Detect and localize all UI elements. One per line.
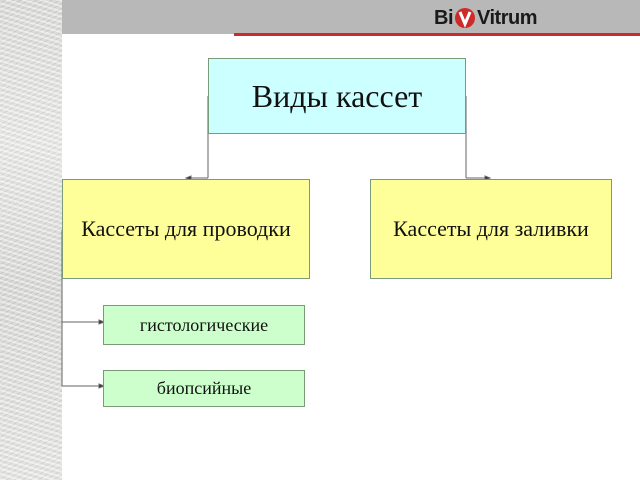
left-texture-strip [0,0,62,480]
header-band [62,0,640,34]
biopsy-node: биопсийные [103,370,305,407]
processing-cassettes-label: Кассеты для проводки [81,216,291,241]
logo-text-left: Bi [434,6,454,29]
biovitrum-logo-icon [454,7,476,29]
logo-text-right: Vitrum [477,6,537,29]
header-red-line [234,33,640,36]
histology-node: гистологические [103,305,305,345]
biovitrum-logo: Bi Vitrum [434,4,537,32]
branch-to-histology-arrow [98,319,106,325]
embedding-cassettes-label: Кассеты для заливки [393,216,589,241]
root-node: Виды кассет [208,58,466,134]
embedding-cassettes-node: Кассеты для заливки [370,179,612,279]
processing-cassettes-node: Кассеты для проводки [62,179,310,279]
histology-label: гистологические [139,314,269,335]
biopsy-label: биопсийные [156,378,252,398]
branch-to-biopsy-arrow [98,383,106,389]
root-node-label: Виды кассет [251,77,423,114]
